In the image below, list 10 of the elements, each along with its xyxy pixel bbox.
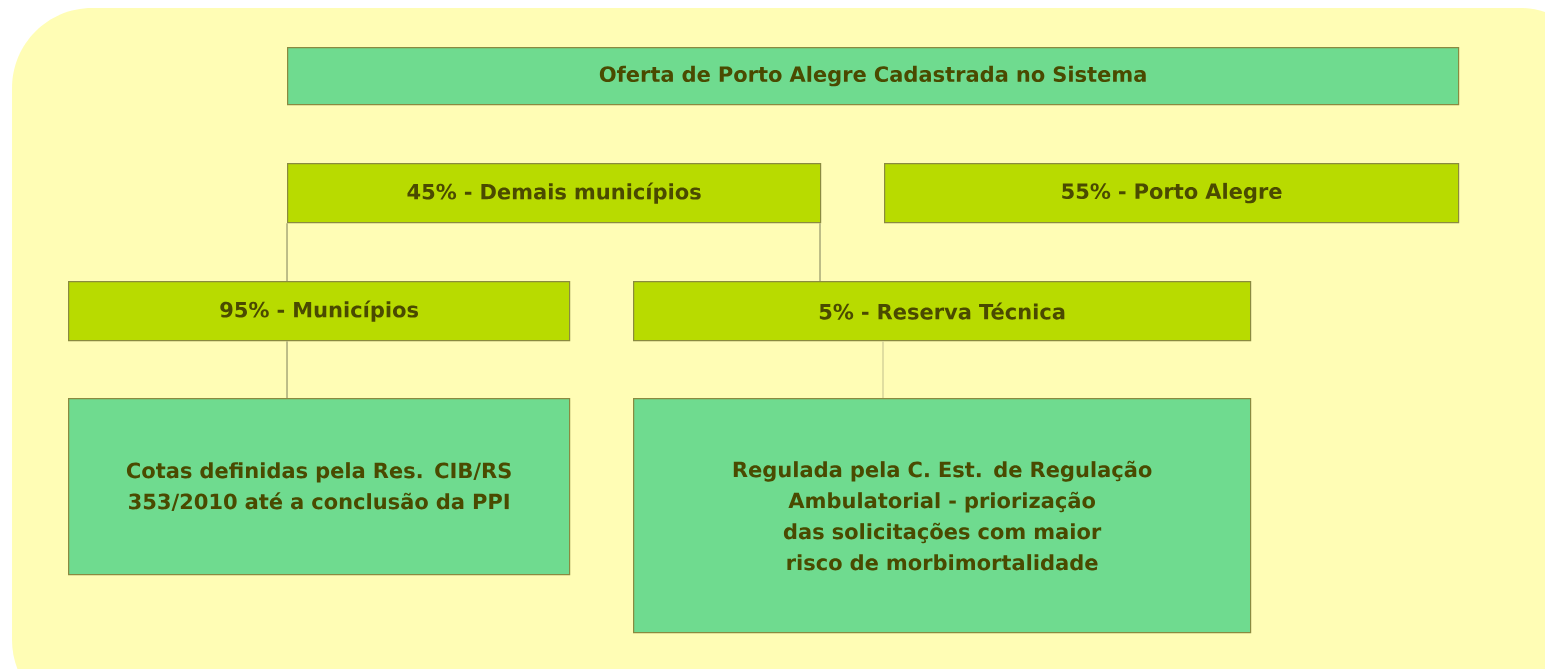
connector-line xyxy=(286,222,288,282)
connector-line xyxy=(819,222,821,282)
category-box: 5% - Reserva Técnica xyxy=(633,281,1252,342)
category-box: 55% - Porto Alegre xyxy=(884,163,1460,224)
category-box: 45% - Demais municípios xyxy=(287,163,822,224)
description-box: Cotas definidas pela Res. CIB/RS 353/2010 até a conclusão da PPI xyxy=(68,398,571,576)
connector-line xyxy=(286,340,288,399)
header-box: Oferta de Porto Alegre Cadastrada no Sistema xyxy=(287,47,1460,106)
category-box: 95% - Municípios xyxy=(68,281,571,342)
description-box: Regulada pela C. Est. de Regulação Ambulatorial - priorização das solicitações com maior risco de morbimortalidade xyxy=(633,398,1252,634)
